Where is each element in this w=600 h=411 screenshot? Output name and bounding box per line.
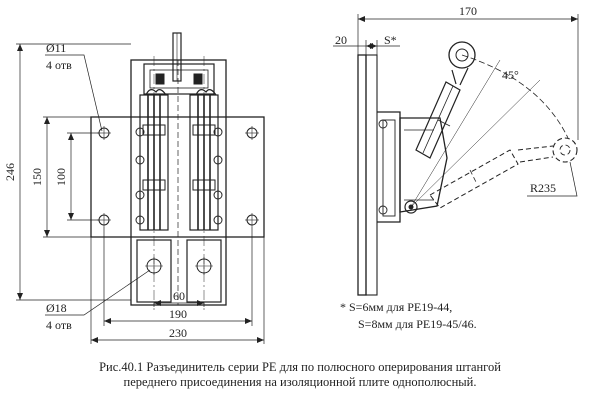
hole-small-count: 4 отв [46, 58, 72, 72]
footnote-line-2: S=8мм для РЕ19-45/46. [358, 317, 477, 331]
figure-caption: Рис.40.1 Разъединитель серии РЕ для по п… [0, 360, 600, 390]
footnote-line-1: * S=6мм для РЕ19-44, [340, 300, 453, 314]
base-plate [90, 116, 265, 238]
blade-open [429, 137, 578, 209]
dim-s: S* [384, 33, 397, 47]
dim-230: 230 [169, 326, 187, 340]
radius-r235: R235 [530, 181, 556, 195]
board-bolts [135, 127, 223, 225]
side-dimension-labels: 170 20 S* 45° R235 [335, 4, 556, 195]
dim-170: 170 [459, 4, 477, 18]
pivot [404, 200, 418, 214]
hole-large-diameter: Ø18 [46, 301, 67, 315]
dim-60: 60 [173, 289, 185, 303]
side-base-plate [357, 54, 367, 296]
terminal-holes-large [145, 257, 213, 275]
blade-closed [415, 41, 476, 159]
dim-190: 190 [169, 307, 187, 321]
angle-45: 45° [502, 68, 519, 82]
caption-line-2: переднего присоединения на изоляционной … [123, 375, 477, 389]
caption-line-1: Рис.40.1 Разъединитель серии РЕ для по п… [99, 360, 501, 374]
front-dimension-labels: 246 150 100 Ø11 4 отв Ø18 4 отв 60 190 2… [3, 41, 187, 340]
swing-arc [461, 54, 569, 139]
side-dimensions [333, 14, 579, 197]
hole-large-count: 4 отв [46, 318, 72, 332]
dim-246: 246 [3, 163, 17, 181]
dim-20: 20 [335, 33, 347, 47]
insulating-board [130, 59, 227, 306]
front-dimensions [16, 43, 265, 344]
front-view [90, 32, 265, 310]
side-view [357, 41, 578, 296]
dim-150: 150 [30, 168, 44, 186]
footnote: * S=6мм для РЕ19-44, S=8мм для РЕ19-45/4… [340, 299, 477, 333]
top-contact-housing [143, 63, 215, 95]
side-contact-body [399, 117, 448, 213]
dim-100: 100 [54, 168, 68, 186]
hole-small-diameter: Ø11 [46, 41, 66, 55]
